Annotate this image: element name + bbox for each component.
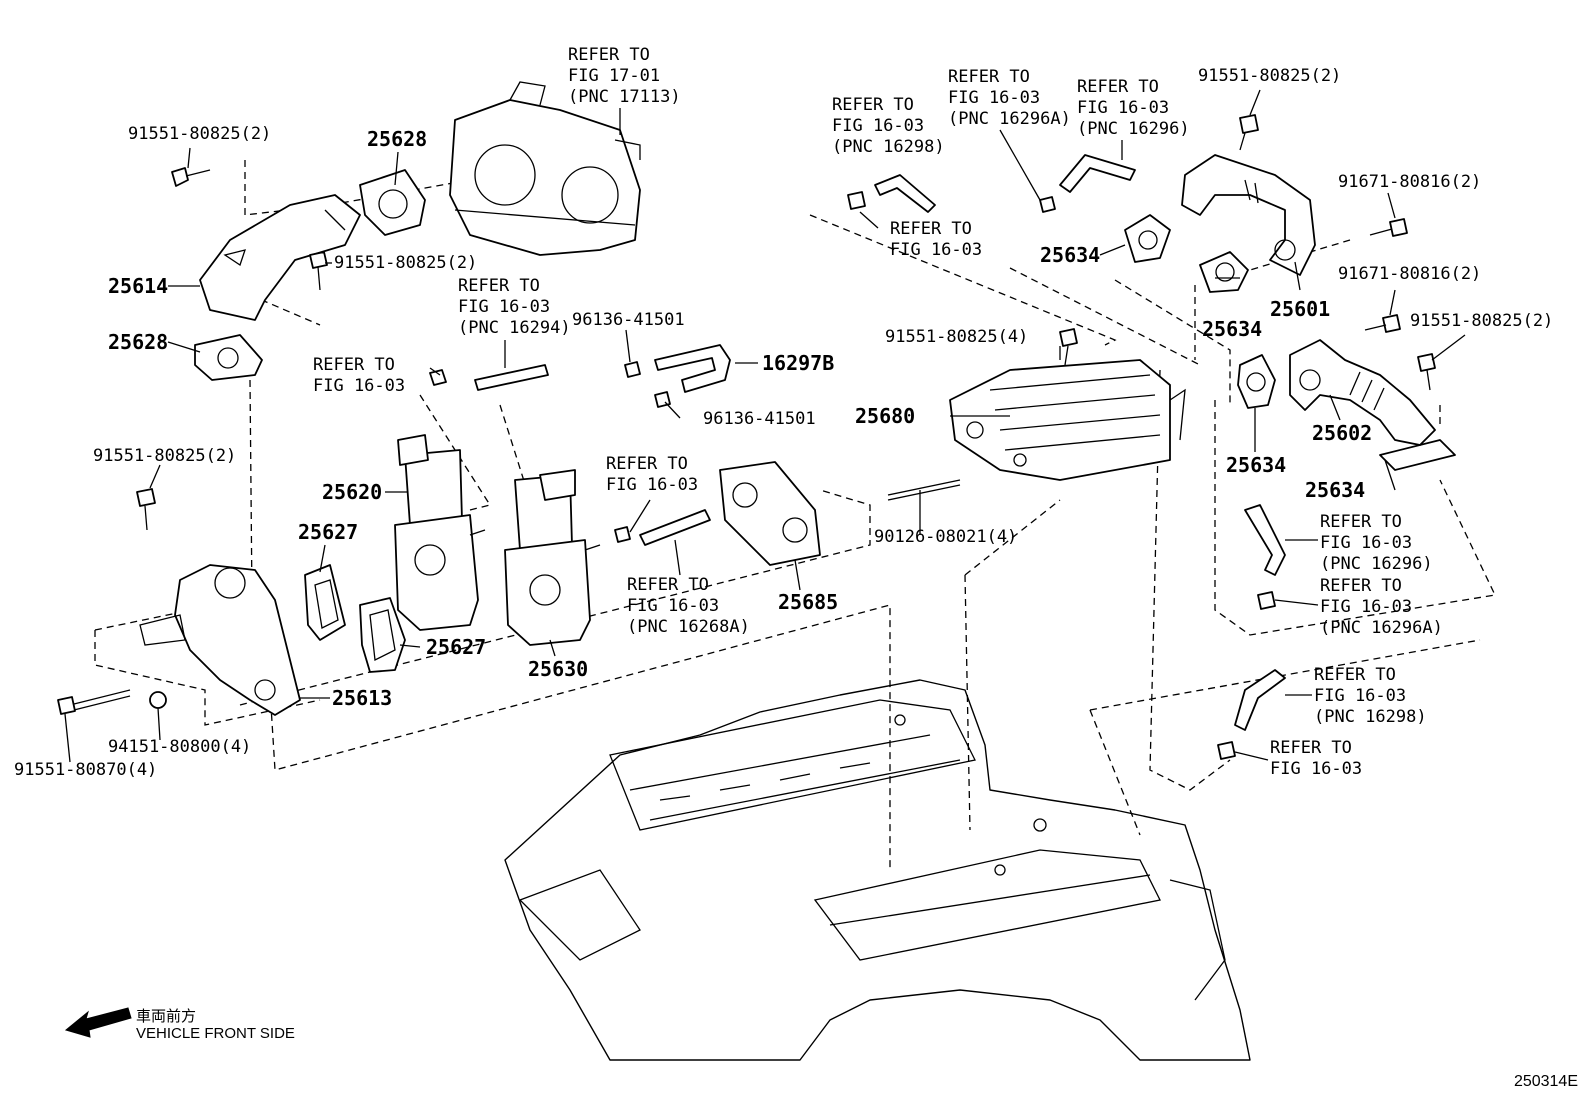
- pnc-25601: 25601: [1270, 297, 1330, 321]
- front-arrow-icon: [64, 1007, 132, 1038]
- gasket-25634-a: [1124, 214, 1171, 263]
- ref-16296a-r-l3: (PNC 16296A): [1320, 618, 1443, 638]
- vehicle-front-en: VEHICLE FRONT SIDE: [136, 1025, 295, 1042]
- plate-25685: [719, 461, 821, 566]
- clamp-label-96136-top: 96136-41501: [572, 310, 685, 330]
- gasket-25634-c: [1237, 354, 1276, 409]
- ref-16294-l3: (PNC 16294): [458, 318, 571, 338]
- ref-16296-r-l1: REFER TO: [1320, 512, 1402, 532]
- egr-cooler-25680: [949, 359, 1186, 481]
- ref-17113-l3: (PNC 17113): [568, 87, 681, 107]
- vehicle-front-caption: 車両前方 VEHICLE FRONT SIDE: [136, 1007, 295, 1043]
- ref-clamp-mid-l2: FIG 16-03: [606, 475, 698, 495]
- pnc-25634-b: 25634: [1202, 317, 1262, 341]
- ref-16296a-top-l1: REFER TO: [948, 67, 1030, 87]
- pnc-25680: 25680: [855, 404, 915, 428]
- egr-valve-25630: [504, 469, 601, 646]
- pnc-25628-top: 25628: [367, 127, 427, 151]
- ref-16294-l1: REFER TO: [458, 276, 540, 296]
- pnc-25620: 25620: [322, 480, 382, 504]
- bolt-label-tr: 91551-80825(2): [1198, 66, 1341, 86]
- ref-17113-l2: FIG 17-01: [568, 66, 660, 86]
- ref-16298-r-l2: FIG 16-03: [1314, 686, 1406, 706]
- leader-lines: [64, 89, 1466, 763]
- ref-16298-r-l3: (PNC 16298): [1314, 707, 1427, 727]
- bolt-label-r: 91551-80825(2): [1410, 311, 1553, 331]
- pnc-25634-d: 25634: [1305, 478, 1365, 502]
- ref-16296-top-l1: REFER TO: [1077, 77, 1159, 97]
- ref-16296-top-l3: (PNC 16296): [1077, 119, 1190, 139]
- ref-16298-top-l2: FIG 16-03: [832, 116, 924, 136]
- ref-clamp-top-l2: FIG 16-03: [890, 240, 982, 260]
- gasket-25627-a: [304, 564, 346, 641]
- ref-16296a-top-l2: FIG 16-03: [948, 88, 1040, 108]
- pnc-25614: 25614: [108, 274, 168, 298]
- pnc-25685: 25685: [778, 590, 838, 614]
- ref-16296-top-l2: FIG 16-03: [1077, 98, 1169, 118]
- ref-16296-r-l3: (PNC 16296): [1320, 554, 1433, 574]
- gasket-25634-b: [1199, 251, 1249, 293]
- gasket-25627-b: [359, 597, 406, 673]
- gasket-25628-top: [359, 169, 426, 236]
- pnc-25634-c: 25634: [1226, 453, 1286, 477]
- ref-clamp-r-l1: REFER TO: [1270, 738, 1352, 758]
- ref-16268a-l3: (PNC 16268A): [627, 617, 750, 637]
- egr-valve-25620: [394, 434, 486, 631]
- ref-16296-r-l2: FIG 16-03: [1320, 533, 1412, 553]
- pnc-25630: 25630: [528, 657, 588, 681]
- stud-label: 90126-08021(4): [874, 527, 1017, 547]
- pnc-25627-b: 25627: [426, 635, 486, 659]
- egr-pipe-25601: [1181, 154, 1316, 276]
- egr-pipe-25614: [199, 194, 361, 321]
- ref-16294-l2: FIG 16-03: [458, 297, 550, 317]
- pnc-25627-a: 25627: [298, 520, 358, 544]
- egr-pipe-25602: [1289, 339, 1436, 446]
- bolt-label-mid-l: 91551-80825(2): [334, 253, 477, 273]
- vehicle-front-jp: 車両前方: [136, 1007, 197, 1025]
- pnc-25613: 25613: [332, 686, 392, 710]
- bolt-label-91671-a: 91671-80816(2): [1338, 172, 1481, 192]
- pnc-25602: 25602: [1312, 421, 1372, 445]
- ref-clamp-top-l1: REFER TO: [890, 219, 972, 239]
- ref-16296a-top-l3: (PNC 16296A): [948, 109, 1071, 129]
- pnc-16297b: 16297B: [762, 351, 834, 375]
- egr-housing-25613: [139, 564, 301, 716]
- ref-clamp-r-l2: FIG 16-03: [1270, 759, 1362, 779]
- ref-clamp-mid-l1: REFER TO: [606, 454, 688, 474]
- ref-16298-top-l1: REFER TO: [832, 95, 914, 115]
- clamp-label-96136-bottom: 96136-41501: [703, 409, 816, 429]
- hose-icons: [429, 154, 1286, 760]
- ref-16298-top-l3: (PNC 16298): [832, 137, 945, 157]
- ref-clamp-left-l2: FIG 16-03: [313, 376, 405, 396]
- ref-16296a-r-l1: REFER TO: [1320, 576, 1402, 596]
- ref-16268a-l2: FIG 16-03: [627, 596, 719, 616]
- labels: REFER TO FIG 17-01 (PNC 17113) 91551-808…: [14, 45, 1553, 780]
- bolt-icons: [57, 114, 1436, 715]
- nut-label: 94151-80800(4): [108, 737, 251, 757]
- pnc-25634-a: 25634: [1040, 243, 1100, 267]
- gasket-25628-bottom: [194, 334, 263, 381]
- pnc-25628-bottom: 25628: [108, 330, 168, 354]
- diagram-code: 250314E: [1513, 1073, 1578, 1090]
- ref-clamp-left-l1: REFER TO: [313, 355, 395, 375]
- ref-16298-r-l1: REFER TO: [1314, 665, 1396, 685]
- bolt-label-91671-b: 91671-80816(2): [1338, 264, 1481, 284]
- bolt-label-left: 91551-80825(2): [93, 446, 236, 466]
- bolt-label-tl: 91551-80825(2): [128, 124, 271, 144]
- engine-block: [504, 679, 1251, 1061]
- throttle-body: [449, 81, 641, 256]
- ref-16268a-l1: REFER TO: [627, 575, 709, 595]
- ref-17113-l1: REFER TO: [568, 45, 650, 65]
- ref-16296a-r-l2: FIG 16-03: [1320, 597, 1412, 617]
- bolt-long-label: 91551-80870(4): [14, 760, 157, 780]
- bolt-label-4: 91551-80825(4): [885, 327, 1028, 347]
